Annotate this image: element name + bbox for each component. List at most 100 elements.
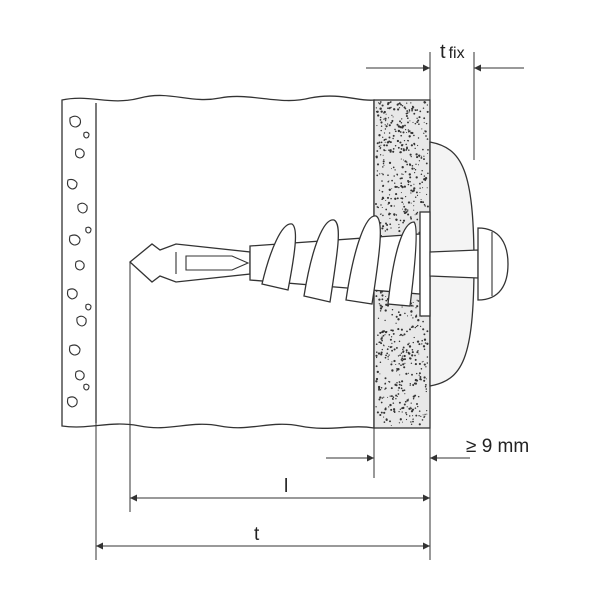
stipple-dot <box>423 376 426 379</box>
stipple-dot <box>386 348 389 351</box>
stipple-dot <box>406 163 409 166</box>
stipple-dot <box>383 159 385 161</box>
stipple-dot <box>398 386 401 389</box>
stipple-dot <box>415 307 417 309</box>
stipple-dot <box>405 418 408 421</box>
stipple-dot <box>387 396 389 398</box>
stipple-dot <box>382 162 385 165</box>
stipple-dot <box>405 372 408 375</box>
stipple-dot <box>412 384 415 387</box>
stipple-dot <box>380 342 383 345</box>
stipple-dot <box>400 122 403 124</box>
stipple-dot <box>378 141 381 144</box>
stipple-dot <box>403 333 406 336</box>
stipple-dot <box>391 329 394 332</box>
stipple-dot <box>422 345 426 348</box>
stipple-dot <box>408 135 411 138</box>
stipple-dot <box>383 144 386 147</box>
stipple-dot <box>375 110 378 113</box>
stipple-dot <box>385 354 387 357</box>
stipple-dot <box>400 182 402 184</box>
stipple-dot <box>391 361 393 363</box>
screw-shank <box>429 249 479 279</box>
stipple-dot <box>390 121 393 124</box>
stipple-dot <box>397 368 400 371</box>
stipple-dot <box>377 114 380 117</box>
stipple-dot <box>378 298 381 301</box>
stipple-dot <box>406 399 409 402</box>
anchor-tip-slot <box>175 252 250 274</box>
stipple-dot <box>411 354 414 357</box>
stipple-dot <box>381 206 383 209</box>
stipple-dot <box>402 348 404 351</box>
stipple-dot <box>388 140 391 143</box>
stipple-dot <box>425 384 427 386</box>
stipple-dot <box>389 420 391 423</box>
stipple-dot <box>389 223 392 226</box>
stipple-dot <box>413 209 415 211</box>
stipple-dot <box>408 328 412 331</box>
stipple-dot <box>380 387 383 389</box>
stipple-dot <box>384 334 386 336</box>
stipple-dot <box>414 354 416 357</box>
stipple-dot <box>424 385 427 388</box>
stipple-dot <box>416 194 419 196</box>
stipple-dot <box>400 384 403 387</box>
stipple-dot <box>426 342 429 345</box>
stipple-dot <box>388 124 391 127</box>
stipple-dot <box>427 149 429 151</box>
stipple-dot <box>376 370 379 374</box>
stipple-dot <box>392 116 394 118</box>
stipple-dot <box>393 340 396 343</box>
stipple-dot <box>410 189 413 192</box>
stipple-dot <box>390 227 392 229</box>
stipple-dot <box>412 420 414 423</box>
stipple-dot <box>399 125 402 129</box>
stipple-dot <box>414 168 417 171</box>
stipple-dot <box>409 180 411 183</box>
stipple-dot <box>376 150 379 152</box>
stipple-dot <box>376 163 380 166</box>
stipple-dot <box>381 339 383 342</box>
stipple-dot <box>387 103 389 106</box>
stipple-dot <box>391 349 394 352</box>
stipple-dot <box>399 354 401 357</box>
stipple-dot <box>418 123 420 125</box>
stipple-dot <box>406 112 409 114</box>
stipple-dot <box>407 343 410 346</box>
stipple-dot <box>402 221 404 224</box>
stipple-dot <box>422 201 425 204</box>
stipple-dot <box>381 305 384 308</box>
stipple-dot <box>382 214 384 217</box>
stipple-dot <box>376 155 378 158</box>
stipple-dot <box>380 121 383 124</box>
stipple-dot <box>408 415 411 417</box>
stipple-dot <box>426 110 429 113</box>
stipple-dot <box>379 291 382 293</box>
stipple-dot <box>416 324 419 327</box>
stipple-dot <box>407 129 410 131</box>
stipple-dot <box>411 107 414 111</box>
stipple-dot <box>413 142 416 145</box>
stipple-dot <box>426 356 429 358</box>
stipple-dot <box>413 187 416 190</box>
stipple-dot <box>400 359 403 361</box>
stipple-dot <box>391 342 393 345</box>
stipple-dot <box>407 213 410 216</box>
stipple-dot <box>418 362 421 365</box>
stipple-dot <box>388 136 391 139</box>
stipple-dot <box>375 365 378 368</box>
stipple-dot <box>392 150 395 153</box>
stipple-dot <box>391 119 394 122</box>
stipple-dot <box>400 192 402 194</box>
stipple-dot <box>382 154 384 156</box>
stipple-dot <box>418 160 421 162</box>
stipple-dot <box>383 149 385 151</box>
stipple-dot <box>414 172 416 174</box>
stipple-dot <box>416 372 418 375</box>
stipple-dot <box>395 398 397 400</box>
stipple-dot <box>407 201 411 204</box>
stipple-dot <box>380 141 383 144</box>
stipple-dot <box>398 318 400 320</box>
stipple-dot <box>412 301 414 304</box>
